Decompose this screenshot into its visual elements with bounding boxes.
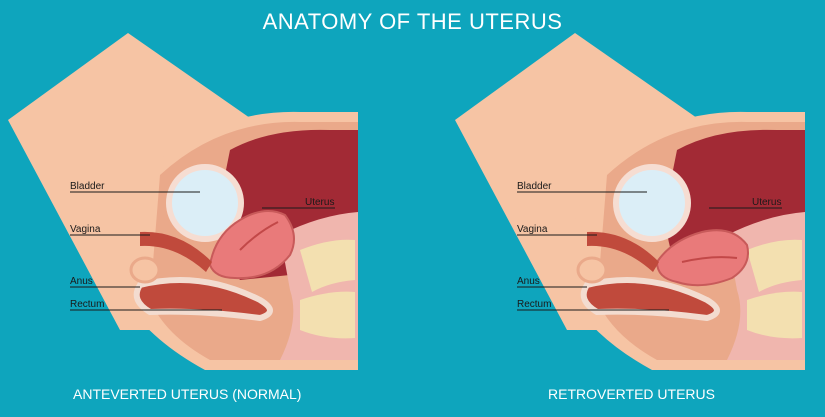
- panel-retroverted: Bladder Vagina Uterus Anus Rectum: [447, 0, 825, 380]
- bladder-label: Bladder: [517, 181, 552, 192]
- diagram-title: ANATOMY OF THE UTERUS: [262, 9, 563, 34]
- fat-tissue: [300, 239, 355, 292]
- fat-tissue-lower: [300, 291, 355, 339]
- uterus-organ: [208, 210, 295, 280]
- caption-anteverted: ANTEVERTED UTERUS (NORMAL): [73, 386, 302, 402]
- rectum-organ: [580, 277, 720, 322]
- rectum-organ: [133, 277, 273, 322]
- anus-label: Anus: [70, 276, 93, 287]
- rectum-label: Rectum: [517, 299, 551, 310]
- anus-label: Anus: [517, 276, 540, 287]
- uterus-label: Uterus: [752, 197, 781, 208]
- caption-retroverted: RETROVERTED UTERUS: [548, 386, 715, 402]
- uterus-label: Uterus: [305, 197, 334, 208]
- thigh-shape: [455, 33, 697, 330]
- uterine-cavity: [681, 256, 738, 263]
- bladder-organ: [166, 164, 244, 242]
- anus-region: [129, 256, 161, 284]
- panel-anteverted: Bladder Vagina Uterus Anus Rectum: [0, 0, 412, 380]
- anus-region: [576, 256, 608, 284]
- bladder-organ: [613, 164, 691, 242]
- vagina-label: Vagina: [517, 224, 548, 235]
- rectum-label: Rectum: [70, 299, 104, 310]
- uterine-cavity: [239, 221, 279, 251]
- fat-tissue: [747, 239, 802, 292]
- thigh-shape: [8, 33, 250, 330]
- vagina-canal: [587, 231, 659, 272]
- vagina-canal: [140, 231, 212, 272]
- vagina-label: Vagina: [70, 224, 101, 235]
- bladder-label: Bladder: [70, 181, 105, 192]
- retroverted-illustration: Bladder Vagina Uterus Anus Rectum: [455, 33, 805, 371]
- fat-tissue-lower: [747, 291, 802, 339]
- anteverted-illustration: Bladder Vagina Uterus Anus Rectum: [8, 33, 358, 371]
